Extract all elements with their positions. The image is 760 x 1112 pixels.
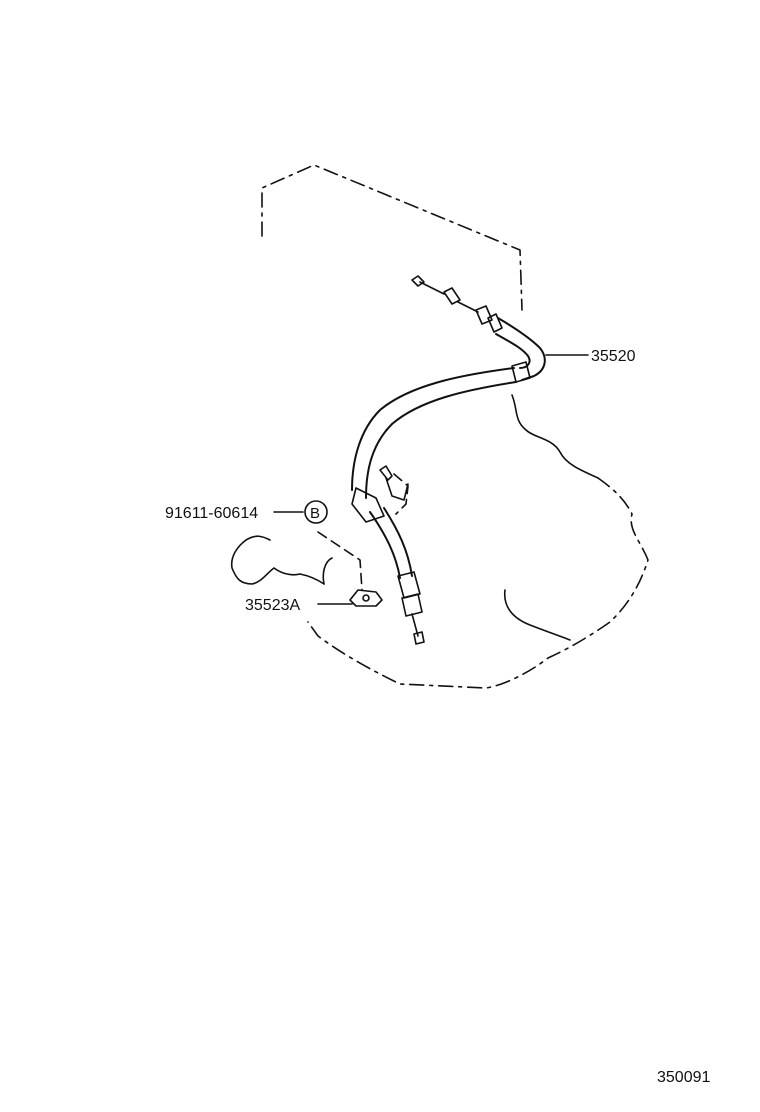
part-label-clamp: 35523A [245, 597, 300, 614]
part-label-bolt: 91611-60614 [165, 505, 258, 522]
bolt-marker-letter: B [310, 505, 320, 522]
bolt-marker-circle [304, 500, 328, 524]
part-label-cable: 35520 [591, 348, 636, 365]
illustration-code: 350091 [657, 1069, 710, 1086]
clamp-assembly [230, 531, 383, 607]
throttle-cable [351, 275, 546, 645]
engine-outline [261, 164, 649, 689]
callouts: 35520 91611-60614 B 35523A [165, 348, 636, 614]
